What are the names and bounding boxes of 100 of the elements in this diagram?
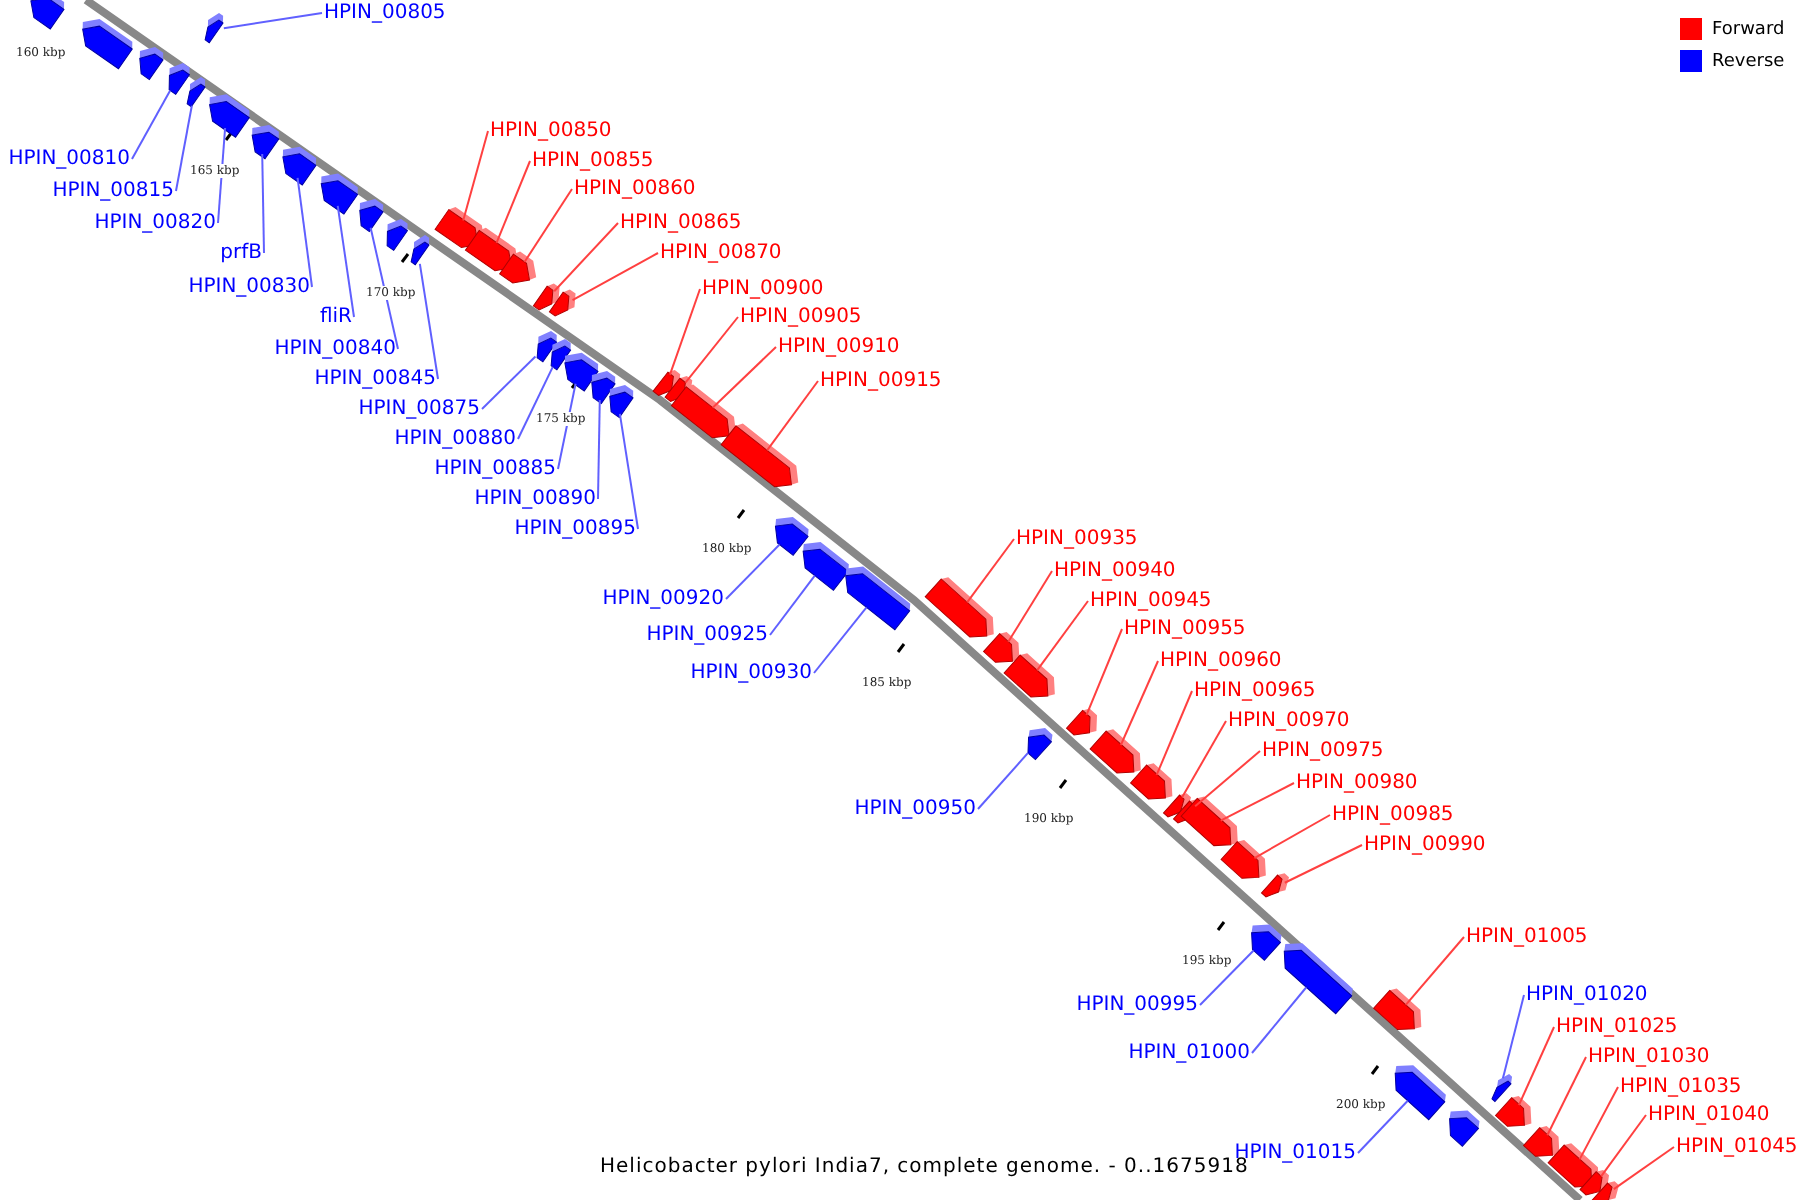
gene-block	[186, 76, 206, 108]
gene-label: HPIN_00840	[274, 336, 396, 362]
gene-block	[532, 283, 560, 311]
leader-line	[1194, 750, 1261, 808]
leader-line	[1219, 782, 1295, 822]
leader-line	[1155, 690, 1193, 776]
gene-label: HPIN_01025	[1556, 1014, 1678, 1040]
leader-line	[1357, 1099, 1409, 1154]
gene-label: HPIN_00830	[188, 274, 310, 300]
gene-block	[359, 198, 384, 233]
gene-block	[720, 423, 799, 488]
leader-line	[597, 399, 601, 500]
leader-line	[1600, 1114, 1647, 1178]
gene-label: HPIN_00880	[394, 426, 516, 452]
legend-label: Forward	[1712, 18, 1785, 42]
gene-label: HPIN_00855	[532, 148, 654, 174]
leader-line	[1251, 986, 1308, 1054]
gene-block	[924, 577, 994, 638]
gene-label: HPIN_00970	[1228, 708, 1350, 734]
gene-block	[670, 384, 736, 439]
gene-label: HPIN_00910	[778, 334, 900, 360]
leader-line	[1085, 628, 1123, 716]
gene-block	[1283, 943, 1353, 1015]
gene-label: HPIN_00890	[474, 486, 596, 512]
gene-block	[282, 146, 317, 186]
gene-block	[774, 516, 809, 556]
leader-line	[725, 543, 781, 600]
gene-label: HPIN_00885	[434, 456, 556, 482]
leader-line	[369, 226, 399, 350]
gene-block	[1251, 924, 1282, 961]
leader-line	[1119, 660, 1159, 746]
gene-label: HPIN_01030	[1588, 1044, 1710, 1070]
leader-line	[1546, 1056, 1587, 1137]
gene-label: HPIN_00995	[1076, 992, 1198, 1018]
gene-label: HPIN_00975	[1262, 738, 1384, 764]
gene-label: HPIN_00950	[854, 796, 976, 822]
leader-line	[1036, 600, 1089, 672]
leader-line	[1517, 1026, 1555, 1107]
leader-line	[1199, 949, 1255, 1006]
gene-block	[548, 289, 576, 317]
gene-block	[536, 330, 558, 363]
leader-line	[495, 160, 531, 244]
gene-block	[204, 12, 224, 44]
gene-block	[591, 370, 616, 405]
leader-line	[977, 751, 1029, 810]
gene-block	[1591, 1181, 1620, 1200]
gene-label: HPIN_00925	[646, 622, 768, 648]
gene-block	[983, 631, 1020, 663]
leader-line	[481, 355, 537, 410]
gene-block	[499, 251, 537, 284]
leader-line	[769, 574, 816, 636]
gene-label: HPIN_00820	[94, 210, 216, 236]
leader-line	[684, 316, 739, 384]
gene-label: HPIN_00955	[1124, 616, 1246, 642]
gene-label: HPIN_00845	[314, 366, 436, 392]
gene-label: HPIN_01045	[1676, 1134, 1798, 1160]
gene-block	[1373, 988, 1422, 1031]
leader-line	[766, 380, 819, 452]
gene-block	[386, 218, 408, 251]
leader-line	[618, 412, 639, 530]
gene-block	[168, 62, 190, 95]
gene-label: HPIN_01035	[1620, 1074, 1742, 1100]
gene-label: HPIN_00870	[660, 240, 782, 266]
leader-line	[462, 130, 489, 222]
gene-label: fliR	[319, 304, 352, 330]
gene-label: prfB	[220, 240, 262, 266]
gene-block	[1089, 729, 1141, 774]
leader-line	[1283, 844, 1363, 884]
gene-block	[1495, 1095, 1532, 1127]
gene-label: HPIN_00985	[1332, 802, 1454, 828]
leader-line	[336, 204, 355, 318]
gene-label: HPIN_00990	[1364, 832, 1486, 858]
gene-label: HPIN_00945	[1090, 588, 1212, 614]
gene-block	[609, 384, 634, 419]
gene-block	[1130, 763, 1173, 800]
gene-label: HPIN_00930	[690, 660, 812, 686]
gene-block	[30, 0, 65, 30]
gene-block	[139, 46, 164, 81]
leader-line	[1404, 936, 1465, 1006]
leader-line	[131, 89, 172, 160]
gene-block	[550, 338, 572, 371]
gene-label: HPIN_00965	[1194, 678, 1316, 704]
gene-label: HPIN_01020	[1526, 982, 1648, 1008]
gene-block	[1523, 1125, 1560, 1157]
gene-label: HPIN_00920	[602, 586, 724, 612]
leader-line	[813, 606, 868, 674]
leader-line	[553, 222, 619, 293]
gene-label: HPIN_00905	[740, 304, 862, 330]
gene-label: HPIN_00875	[358, 396, 480, 422]
gene-label: HPIN_00900	[702, 276, 824, 302]
gene-label: HPIN_01040	[1648, 1102, 1770, 1128]
gene-block	[1579, 1169, 1610, 1196]
gene-label: HPIN_01000	[1128, 1040, 1250, 1066]
gene-block	[320, 173, 359, 215]
leader-line	[1578, 1086, 1619, 1161]
leader-line	[668, 288, 701, 376]
leader-line	[1181, 720, 1227, 799]
leader-line	[517, 365, 554, 440]
gene-block	[1066, 708, 1097, 736]
gene-block	[1220, 839, 1266, 879]
